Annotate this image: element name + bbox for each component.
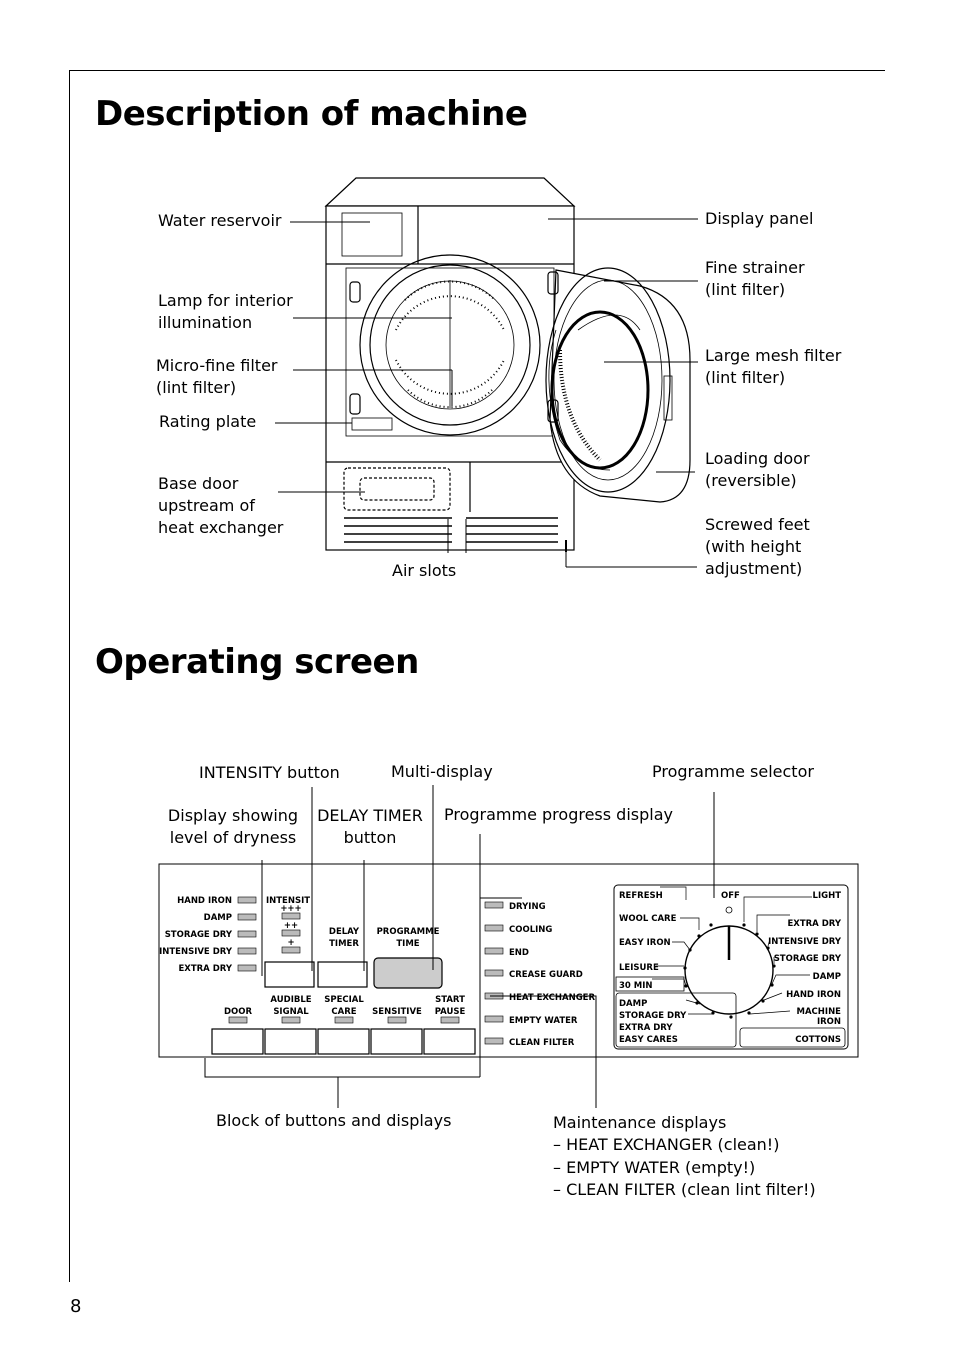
panel-dryness-4: EXTRA DRY: [178, 964, 232, 974]
panel-dryness-3: INTENSIVE DRY: [159, 947, 233, 957]
panel-easycare-0: DAMP: [619, 999, 647, 1009]
panel-intensity-0: +++: [280, 904, 301, 914]
panel-progress-4: HEAT EXCHANGER: [509, 993, 595, 1003]
panel-prog-left-0: REFRESH: [619, 891, 663, 901]
label-maintenance-item-1: – EMPTY WATER (empty!): [553, 1158, 756, 1177]
panel-easycare-2: EXTRA DRY: [619, 1023, 673, 1033]
panel-button-label-0a: DOOR: [224, 1007, 253, 1017]
panel-dryness-1: DAMP: [204, 913, 232, 923]
panel-button-label-2a: SPECIAL: [324, 995, 364, 1005]
panel-prog-right-4: HAND IRON: [786, 990, 841, 1000]
panel-prog-left-1: WOOL CARE: [619, 914, 677, 924]
page-number: 8: [70, 1296, 82, 1317]
panel-button-label-2b: CARE: [331, 1007, 356, 1017]
panel-machine-iron-1: IRON: [817, 1017, 841, 1027]
label-fine-strainer: Fine strainer (lint filter): [705, 258, 805, 299]
panel-light-label: LIGHT: [813, 891, 842, 901]
panel-prog-left-3: LEISURE: [619, 963, 659, 973]
label-large-mesh: Large mesh filter (lint filter): [705, 346, 842, 387]
label-maintenance-item-0: – HEAT EXCHANGER (clean!): [553, 1135, 780, 1154]
label-programme-selector: Programme selector: [652, 762, 814, 781]
panel-delay-0: DELAY: [329, 927, 360, 937]
section-title-operating: Operating screen: [95, 642, 419, 682]
panel-progress-2: END: [509, 948, 529, 958]
page-left-rule: [69, 70, 70, 1282]
panel-button-label-4b: PAUSE: [435, 1007, 466, 1017]
panel-progtime-0: PROGRAMME: [377, 927, 440, 937]
label-water-reservoir: Water reservoir: [158, 211, 282, 230]
panel-button-label-3a: SENSITIVE: [372, 1007, 422, 1017]
panel-intensity-title: INTENSIT: [266, 896, 310, 906]
label-air-slots: Air slots: [392, 561, 457, 580]
panel-dryness-0: HAND IRON: [177, 896, 232, 906]
panel-prog-right-1: INTENSIVE DRY: [768, 937, 842, 947]
label-delay-timer: DELAY TIMER button: [317, 806, 423, 847]
label-display-dryness: Display showing level of dryness: [167, 806, 299, 847]
section-title-machine: Description of machine: [95, 94, 528, 134]
panel-progress-3: CREASE GUARD: [509, 970, 583, 980]
panel-progress-6: CLEAN FILTER: [509, 1038, 575, 1048]
panel-progtime-1: TIME: [396, 939, 419, 949]
panel-prog-left-4: 30 MIN: [619, 981, 653, 991]
panel-button-label-1a: AUDIBLE: [270, 995, 311, 1005]
label-micro-filter: Micro-fine filter (lint filter): [156, 356, 278, 397]
panel-progress-5: EMPTY WATER: [509, 1016, 578, 1026]
label-display-panel: Display panel: [705, 209, 814, 228]
label-maintenance-title: Maintenance displays: [553, 1113, 727, 1132]
label-loading-door: Loading door (reversible): [705, 449, 810, 490]
panel-dryness-2: STORAGE DRY: [165, 930, 233, 940]
panel-intensity-1: ++: [284, 921, 298, 931]
panel-progress-0: DRYING: [509, 902, 546, 912]
panel-easycare-3: EASY CARES: [619, 1035, 678, 1045]
panel-intensity-2: +: [287, 938, 294, 948]
panel-off-label: OFF: [721, 891, 740, 901]
label-screwed-feet: Screwed feet (with height adjustment): [705, 515, 810, 578]
label-multi-display: Multi-display: [391, 762, 493, 781]
label-intensity-button: INTENSITY button: [199, 763, 340, 782]
label-block-buttons: Block of buttons and displays: [216, 1111, 452, 1130]
panel-progress-1: COOLING: [509, 925, 552, 935]
panel-cottons: COTTONS: [795, 1035, 841, 1045]
panel-button-label-4a: START: [435, 995, 465, 1005]
page-top-rule: [69, 70, 885, 71]
panel-delay-1: TIMER: [329, 939, 359, 949]
label-lamp: Lamp for interior illumination: [158, 291, 293, 332]
panel-prog-right-2: STORAGE DRY: [774, 954, 842, 964]
label-maintenance-item-2: – CLEAN FILTER (clean lint filter!): [553, 1180, 816, 1199]
panel-button-label-1b: SIGNAL: [273, 1007, 309, 1017]
label-rating-plate: Rating plate: [159, 412, 257, 431]
panel-machine-iron-0: MACHINE: [797, 1007, 842, 1017]
panel-prog-left-2: EASY IRON: [619, 938, 671, 948]
label-base-door: Base door upstream of heat exchanger: [158, 474, 284, 537]
panel-easycare-1: STORAGE DRY: [619, 1011, 687, 1021]
panel-prog-right-0: EXTRA DRY: [787, 919, 841, 929]
panel-prog-right-3: DAMP: [813, 972, 841, 982]
label-progress-display: Programme progress display: [444, 805, 673, 824]
